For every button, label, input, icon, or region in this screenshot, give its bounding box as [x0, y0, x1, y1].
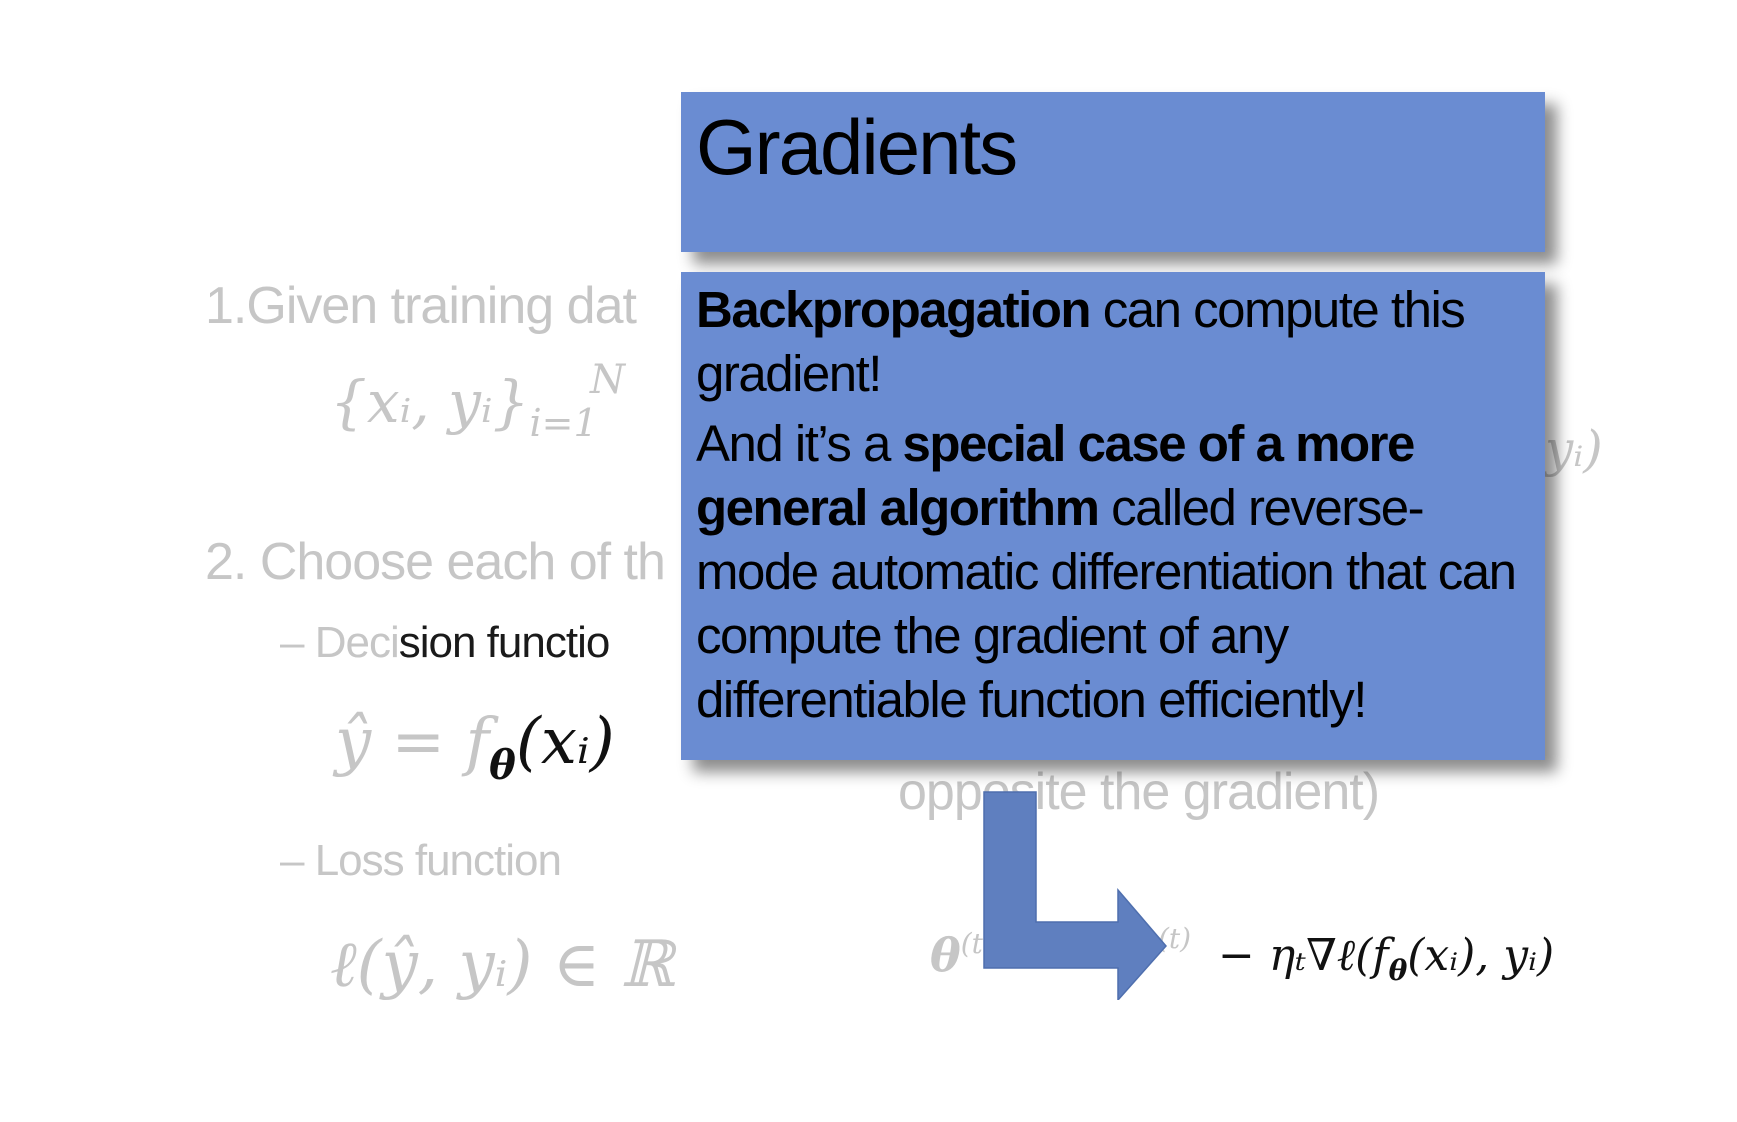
body-paragraph-1: Backpropagation can compute this gradien…	[696, 278, 1536, 406]
decision-math-lhs: ŷ = f	[335, 705, 490, 779]
loss-math: ℓ(ŷ, yᵢ) ∈ ℝ	[330, 928, 674, 1002]
body-p1-rest: can compute this gradient!	[696, 281, 1466, 402]
update-theta-symbol: θ	[930, 928, 961, 982]
decision-faded: Deci	[314, 618, 400, 667]
update-theta-sup: (t	[960, 927, 983, 960]
step2-label: 2. Choose each of th	[205, 533, 666, 591]
decision-function-label: – Decision functio	[280, 618, 611, 668]
decision-math-arg: (xᵢ)	[515, 705, 615, 779]
slide-title: Gradients	[696, 103, 1018, 191]
body-p2-rest: called reverse-mode automatic differenti…	[696, 479, 1517, 728]
decision-dark: sion functio	[398, 618, 611, 667]
update-rule-lhs: − ηₜ∇ℓ(f	[1218, 930, 1389, 981]
opposite-gradient-text: opposite the gradient)	[898, 763, 1380, 821]
decision-dash: –	[280, 618, 315, 667]
loss-function-label: – Loss function	[280, 836, 562, 885]
body-content: Backpropagation can compute this gradien…	[696, 278, 1536, 732]
training-data-sup: N	[590, 357, 625, 403]
training-data-math: {xᵢ, yᵢ}i=1	[330, 368, 598, 445]
body-box: Backpropagation can compute this gradien…	[681, 272, 1545, 760]
body-paragraph-2: And it’s a special case of a more genera…	[696, 412, 1536, 732]
step1-label: 1.Given training dat	[205, 277, 637, 335]
backprop-term: Backpropagation	[696, 281, 1092, 338]
update-rule-sub: θ	[1388, 954, 1408, 987]
decision-math-sub: θ	[489, 742, 516, 789]
update-rule-end: (xᵢ), yᵢ)	[1407, 930, 1555, 981]
training-data-sub: i=1	[529, 401, 598, 445]
training-data-set: {xᵢ, yᵢ}	[330, 368, 530, 436]
body-p2-start: And it’s a	[696, 415, 903, 472]
decision-math: ŷ = fθ(xᵢ)	[335, 705, 615, 789]
special-case-term: special case of a more general algorithm	[696, 415, 1415, 536]
elbow-arrow-icon	[983, 791, 1167, 1000]
update-rule-math: − ηₜ∇ℓ(fθ(xᵢ), yᵢ)	[1218, 930, 1555, 987]
step1-right-math: yᵢ)	[1545, 420, 1603, 478]
update-theta: θ(t	[930, 927, 983, 982]
title-box: Gradients	[681, 92, 1545, 252]
